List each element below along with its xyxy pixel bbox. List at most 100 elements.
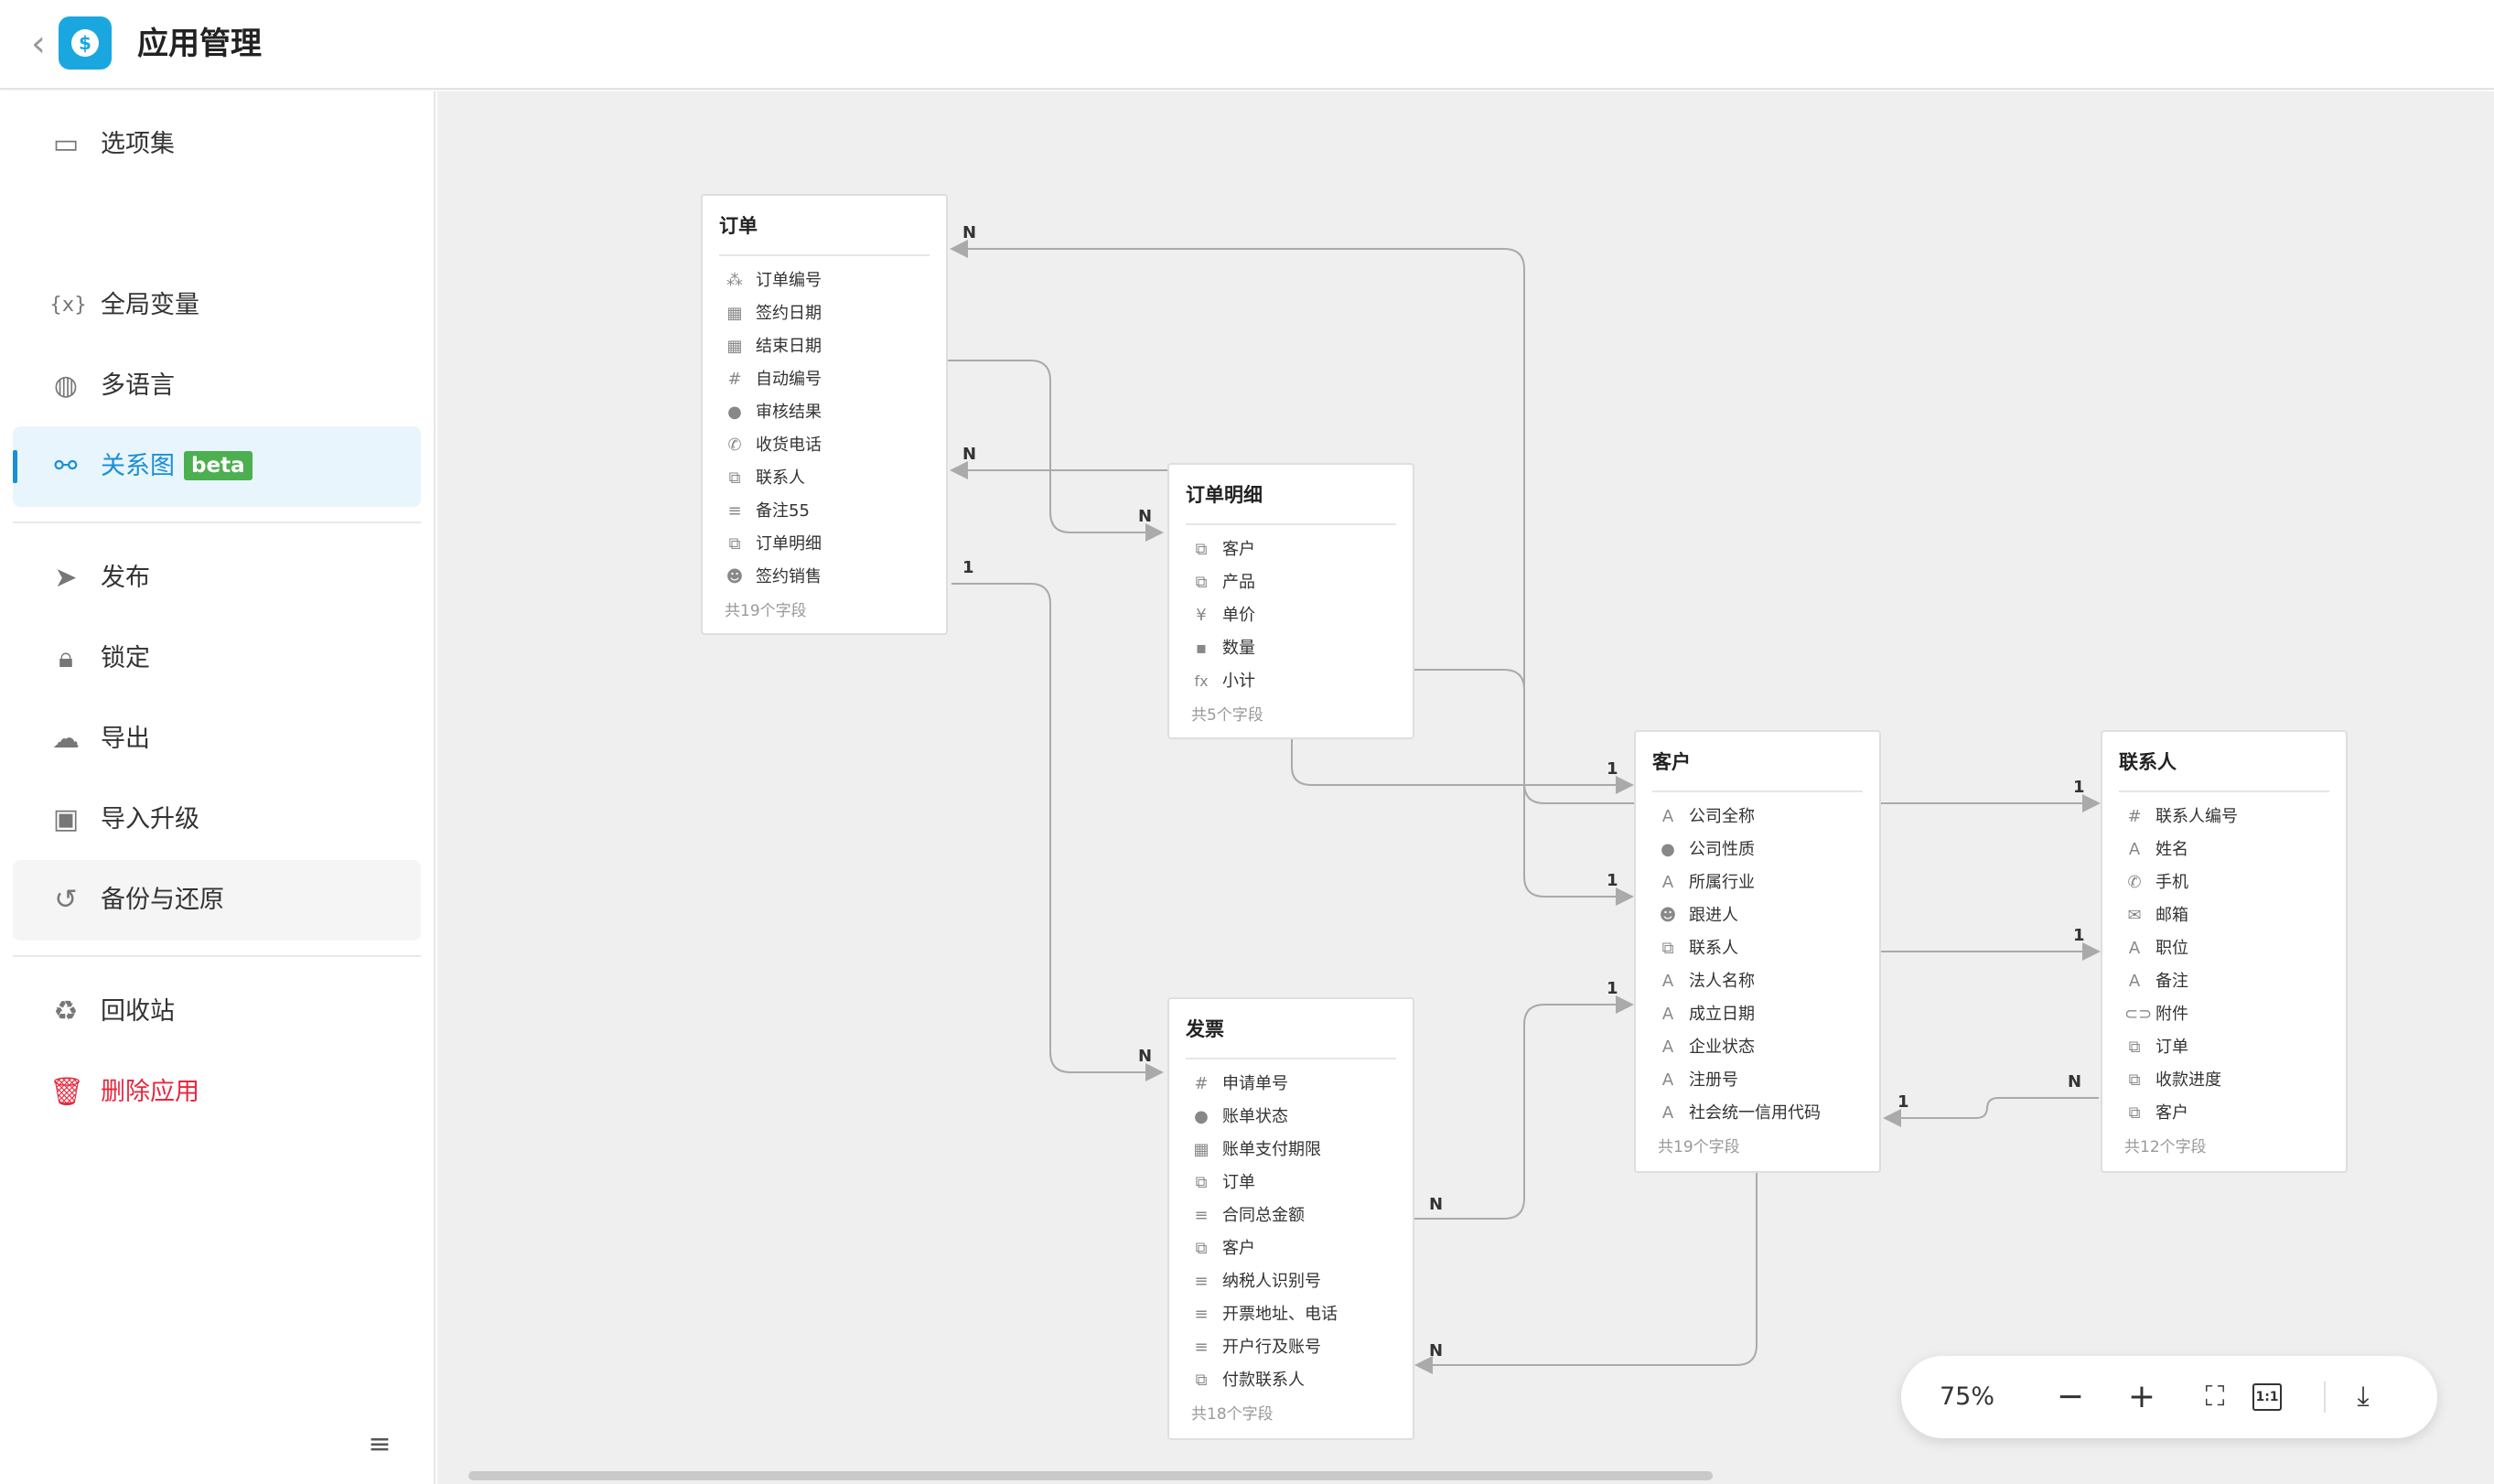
sidebar-item-option-set[interactable]: ▭ 选项集 <box>13 104 421 185</box>
link-icon: ⧉ <box>1661 939 1674 958</box>
collapse-menu-icon[interactable]: ≡ <box>368 1428 392 1460</box>
minus-icon[interactable]: − <box>2056 1378 2085 1415</box>
link-icon: ⧉ <box>1195 1173 1208 1192</box>
phone-icon: ✆ <box>2127 873 2142 892</box>
field-row[interactable]: #联系人编号 <box>2124 803 2335 831</box>
link-icon: ⧉ <box>2128 1103 2141 1123</box>
relation-graph-icon: ⚯ <box>54 450 78 482</box>
cardinality-label: N <box>962 445 977 464</box>
field-row[interactable]: ▦签约日期 <box>725 300 935 328</box>
sidebar-item-export[interactable]: ☁ 导出 <box>13 699 421 780</box>
connector-contact-customer <box>1883 1097 2099 1127</box>
fullscreen-icon[interactable]: ⛶ <box>2205 1381 2225 1413</box>
field-row[interactable]: #自动编号 <box>725 366 935 393</box>
field-row[interactable]: ≡开户行及账号 <box>1191 1334 1402 1361</box>
field-row[interactable]: ●审核结果 <box>725 399 935 426</box>
hash-icon: # <box>1194 1074 1209 1093</box>
field-row[interactable]: #申请单号 <box>1191 1070 1402 1098</box>
field-count: 共19个字段 <box>1658 1138 1740 1156</box>
field-row[interactable]: ▦账单支付期限 <box>1191 1136 1402 1164</box>
horizontal-scrollbar[interactable] <box>468 1471 1713 1480</box>
relation-graph-canvas[interactable]: N N 1 N N 1 1 1 N N 1 1 N 1 订单 ⁂订单编号 ▦签约… <box>437 91 2494 1484</box>
sidebar-item-publish[interactable]: ➤ 发布 <box>13 538 421 618</box>
relation-connectors <box>948 240 2101 1374</box>
cardinality-label: 1 <box>1607 871 1618 890</box>
entity-order[interactable]: 订单 ⁂订单编号 ▦签约日期 ▦结束日期 #自动编号 ●审核结果 ✆收货电话 ⧉… <box>701 194 948 635</box>
field-row[interactable]: ⧉付款联系人 <box>1191 1367 1402 1394</box>
cardinality-label: N <box>1138 1047 1153 1066</box>
plus-icon[interactable]: + <box>2127 1378 2156 1415</box>
sidebar-item-lock[interactable]: 🔒︎ 锁定 <box>13 618 421 699</box>
cardinality-label: 1 <box>2073 926 2085 945</box>
sidebar-item-multilanguage[interactable]: ◍ 多语言 <box>13 346 421 426</box>
link-icon: ⧉ <box>1195 1239 1208 1258</box>
sidebar-item-global-variables[interactable]: {x} 全局变量 <box>13 265 421 346</box>
tree-icon: ⁂ <box>726 271 743 290</box>
download-icon[interactable]: ⤓ <box>2357 1381 2370 1413</box>
field-row[interactable]: ⧉订单 <box>1191 1169 1402 1197</box>
entity-invoice[interactable]: 发票 #申请单号 ●账单状态 ▦账单支付期限 ⧉订单 ≡合同总金额 ⧉客户 ≡纳… <box>1167 997 1414 1440</box>
field-row[interactable]: ⧉收款进度 <box>2124 1067 2335 1094</box>
field-row[interactable]: ●账单状态 <box>1191 1103 1402 1131</box>
field-row[interactable]: ✉邮箱 <box>2124 902 2335 930</box>
field-row[interactable]: ⧉订单明细 <box>725 531 935 558</box>
actual-size-button[interactable]: 1:1 <box>2252 1383 2282 1411</box>
field-row[interactable]: ✆收货电话 <box>725 432 935 459</box>
backup-restore-icon: ↺ <box>54 884 78 916</box>
connector-customer-invoice <box>1414 1169 1758 1374</box>
field-row[interactable]: ¥单价 <box>1191 602 1402 629</box>
entity-title: 发票 <box>1186 1018 1224 1040</box>
field-row[interactable]: ≡纳税人识别号 <box>1191 1268 1402 1296</box>
field-row[interactable]: ✆手机 <box>2124 869 2335 897</box>
field-row[interactable]: ≡备注55 <box>725 498 935 525</box>
field-row[interactable]: ≡合同总金额 <box>1191 1202 1402 1230</box>
field-row[interactable]: ⊂⊃附件 <box>2124 1005 2188 1024</box>
sidebar-item-delete-app[interactable]: 🗑︎ 删除应用 <box>13 1052 421 1133</box>
text-icon: A <box>2128 840 2141 859</box>
field-row[interactable]: ⧉客户 <box>2124 1100 2335 1127</box>
chevron-left-icon[interactable]: ‹ <box>31 23 46 65</box>
globe-icon: ◍ <box>53 370 79 402</box>
sidebar-item-import-upgrade[interactable]: ▣ 导入升级 <box>13 780 421 860</box>
mail-icon: ✉ <box>2127 906 2142 925</box>
field-row[interactable]: ≡开票地址、电话 <box>1191 1301 1402 1328</box>
field-row[interactable]: ●公司性质 <box>1658 836 1868 864</box>
field-row[interactable]: ⧉产品 <box>1191 569 1402 597</box>
cardinality-label: N <box>2068 1072 2082 1091</box>
field-row[interactable]: ⧉客户 <box>1191 1235 1402 1263</box>
sidebar-divider <box>13 522 421 523</box>
beta-badge: beta <box>184 451 253 480</box>
sidebar-item-backup-restore[interactable]: ↺ 备份与还原 <box>13 860 421 941</box>
link-icon: ⧉ <box>1195 1371 1208 1390</box>
field-row[interactable]: ⧉联系人 <box>1658 935 1868 962</box>
field-row[interactable]: ▦结束日期 <box>725 333 935 360</box>
zoom-level[interactable]: 75% <box>1940 1382 1995 1411</box>
field-row[interactable]: ⧉联系人 <box>725 465 935 492</box>
field-row[interactable]: ☻跟进人 <box>1659 906 1738 925</box>
field-row[interactable]: ⁂订单编号 <box>726 271 822 290</box>
field-row[interactable]: ⧉订单 <box>2124 1034 2335 1061</box>
field-row[interactable]: ▪数量 <box>1191 635 1402 662</box>
link-icon: ⧉ <box>1195 573 1208 592</box>
connector-order-detail-customer <box>1291 739 1634 794</box>
field-row[interactable]: ☻签约销售 <box>726 567 822 586</box>
sidebar-item-recycle-bin[interactable]: ♻ 回收站 <box>13 972 421 1052</box>
text-icon: A <box>1661 972 1674 991</box>
field-row[interactable]: ⧉客户 <box>1191 536 1402 564</box>
lookup-icon: ≡ <box>1194 1272 1209 1291</box>
